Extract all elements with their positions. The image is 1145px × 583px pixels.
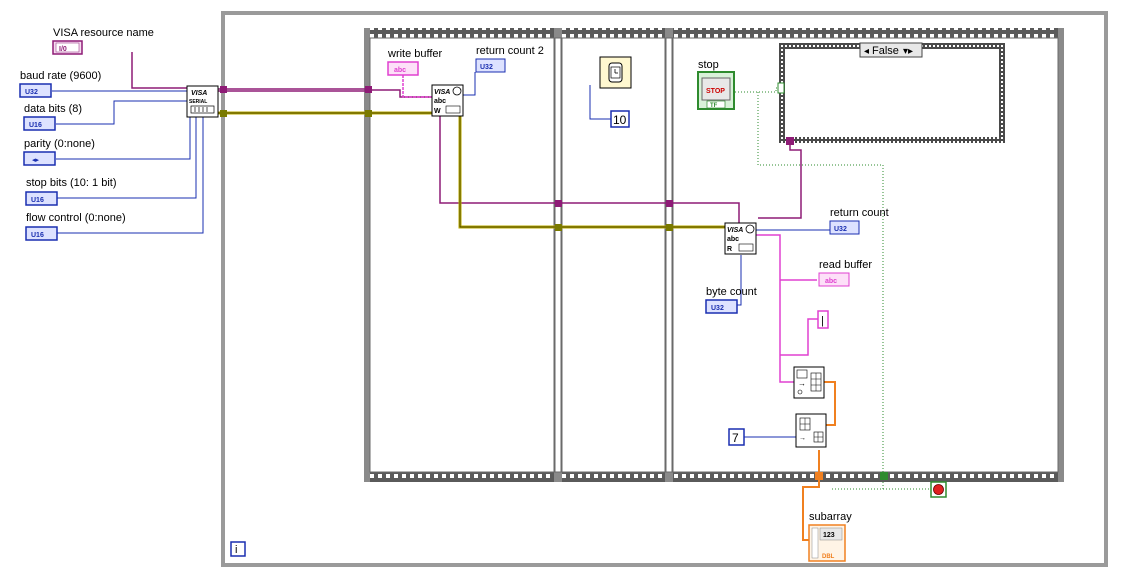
label-read-buffer: read buffer: [819, 259, 872, 271]
byte-count-terminal[interactable]: U32: [705, 299, 738, 314]
svg-text:W: W: [434, 108, 441, 115]
label-parity: parity (0:none): [24, 138, 95, 150]
label-stop-bits: stop bits (10: 1 bit): [26, 177, 117, 189]
int-wires: [52, 72, 831, 438]
svg-text:U32: U32: [25, 89, 38, 96]
svg-text:U32: U32: [480, 64, 493, 71]
svg-text:123: 123: [823, 532, 835, 539]
svg-text:U16: U16: [29, 122, 42, 129]
label-write-buffer: write buffer: [387, 48, 443, 60]
svg-text:SERIAL: SERIAL: [189, 99, 207, 105]
svg-text:→: →: [798, 379, 806, 388]
label-return-count: return count: [830, 207, 889, 219]
svg-text:◂▸: ◂▸: [32, 157, 40, 164]
string-wires: [402, 75, 818, 383]
return-count-2-indicator: U32: [475, 58, 506, 73]
iteration-terminal: i: [230, 541, 246, 557]
visa-write-node[interactable]: VISA abc W: [431, 84, 464, 117]
read-buffer-indicator: abc: [818, 272, 850, 287]
flow-control-terminal[interactable]: U16: [25, 226, 58, 241]
while-loop[interactable]: [221, 11, 1108, 567]
label-flow-control: flow control (0:none): [26, 212, 126, 224]
array-subset-node[interactable]: →: [795, 413, 827, 448]
svg-text:DBL: DBL: [822, 554, 835, 560]
visa-configure-serial-node[interactable]: VISA SERIAL: [186, 85, 219, 118]
stop-button-terminal[interactable]: STOP TF: [697, 71, 735, 110]
svg-text:VISA: VISA: [434, 89, 450, 96]
svg-text:i: i: [235, 544, 237, 556]
label-stop: stop: [698, 59, 719, 71]
subarray-indicator: 123 DBL: [808, 524, 846, 562]
svg-text:▾▸: ▾▸: [903, 46, 913, 57]
write-buffer-terminal[interactable]: abc: [387, 61, 419, 76]
wait-ms-node[interactable]: [599, 56, 632, 89]
string-constant[interactable]: |: [817, 310, 829, 329]
svg-text:VISA: VISA: [191, 90, 207, 97]
error-wires: [218, 111, 725, 229]
label-data-bits: data bits (8): [24, 103, 82, 115]
label-visa-resource-name: VISA resource name: [53, 27, 154, 39]
svg-text:abc: abc: [727, 236, 739, 243]
stop-bits-terminal[interactable]: U16: [25, 191, 58, 206]
svg-text:U16: U16: [31, 232, 44, 239]
wait-ms-constant[interactable]: 10: [610, 110, 630, 128]
data-bits-terminal[interactable]: U16: [23, 116, 56, 131]
loop-condition-terminal[interactable]: [930, 481, 947, 498]
svg-text:TF: TF: [710, 103, 718, 109]
visa-wires: [131, 52, 802, 224]
visa-read-node[interactable]: VISA abc R: [724, 222, 757, 255]
visa-resource-terminal[interactable]: I/0: [52, 40, 83, 55]
bool-wires: [735, 87, 931, 490]
svg-text:abc: abc: [434, 98, 446, 105]
svg-text:|: |: [821, 315, 824, 327]
baud-rate-terminal[interactable]: U32: [19, 83, 52, 98]
svg-text:U32: U32: [711, 305, 724, 312]
case-structure[interactable]: ◂ False ▾▸: [779, 42, 1005, 143]
svg-text:R: R: [727, 246, 732, 253]
spreadsheet-string-to-array-node[interactable]: →: [793, 366, 825, 399]
flat-sequence[interactable]: [364, 28, 1064, 482]
label-baud-rate: baud rate (9600): [20, 70, 101, 82]
svg-text:U16: U16: [31, 197, 44, 204]
tunnels: [220, 82, 888, 480]
return-count-indicator: U32: [829, 220, 860, 235]
svg-text:10: 10: [613, 113, 627, 127]
index-constant[interactable]: 7: [728, 428, 745, 446]
svg-text:◂: ◂: [864, 46, 869, 57]
label-return-count-2: return count 2: [476, 45, 544, 57]
label-byte-count: byte count: [706, 286, 757, 298]
case-selector-value: False: [872, 45, 899, 57]
svg-text:I/0: I/0: [59, 46, 67, 53]
svg-text:U32: U32: [834, 226, 847, 233]
case-selector[interactable]: ◂ False ▾▸: [859, 42, 923, 58]
svg-text:abc: abc: [394, 67, 406, 74]
svg-text:VISA: VISA: [727, 227, 743, 234]
svg-text:abc: abc: [825, 278, 837, 285]
svg-text:→: →: [799, 435, 806, 442]
parity-terminal[interactable]: ◂▸: [23, 151, 56, 166]
svg-text:7: 7: [732, 431, 739, 445]
svg-text:STOP: STOP: [706, 88, 725, 95]
label-subarray: subarray: [809, 511, 852, 523]
